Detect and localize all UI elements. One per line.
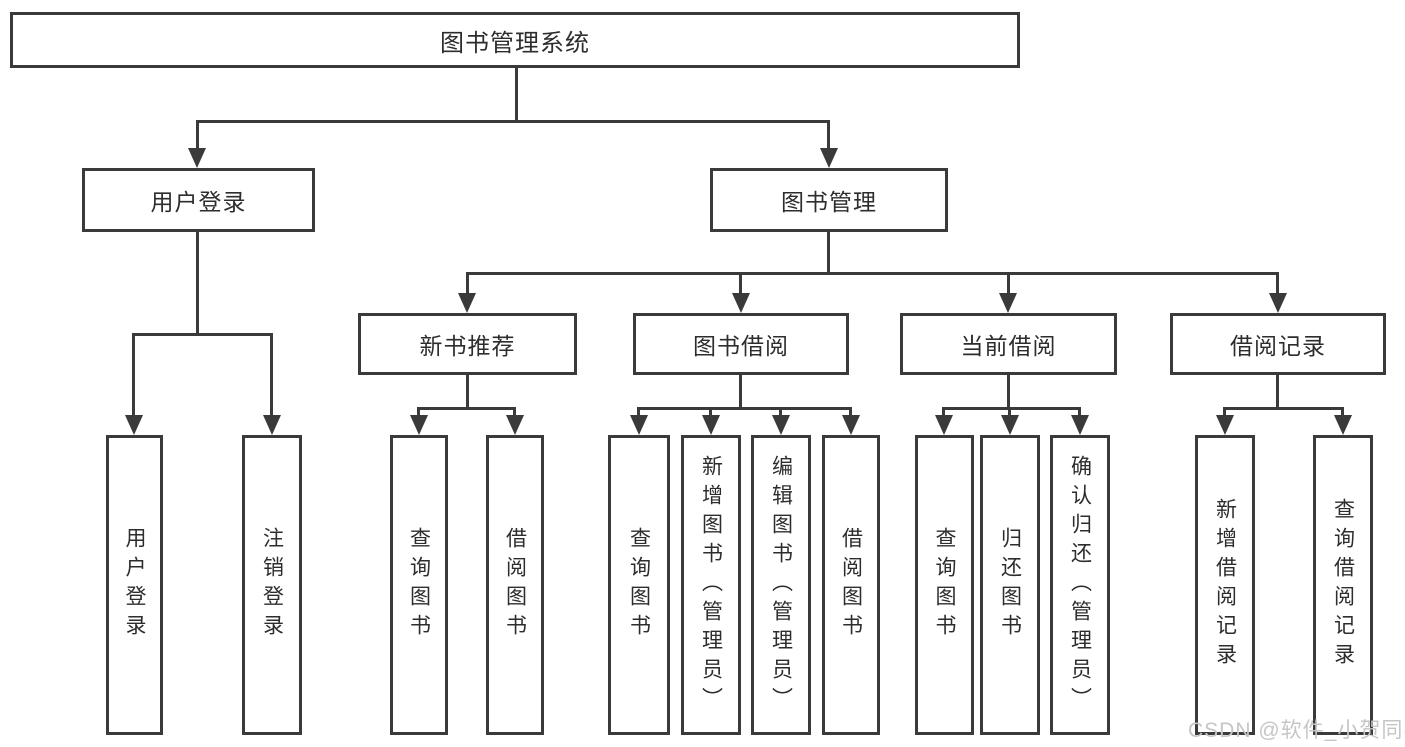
node-label: 注销登录 [260,527,284,643]
connector [709,407,712,419]
connector [942,407,945,419]
node-label: 查询图书 [407,527,431,643]
leaf-query-books-borrow: 查询图书 [608,435,670,735]
arrow-down-icon [732,293,750,313]
arrow-down-icon [935,415,953,435]
node-library-system: 图书管理系统 [10,12,1020,68]
connector [1078,407,1081,419]
connector [417,407,516,410]
node-book-borrow: 图书借阅 [633,313,849,375]
arrow-down-icon [820,148,838,168]
arrow-down-icon [458,293,476,313]
node-borrow-records: 借阅记录 [1170,313,1386,375]
arrow-down-icon [1001,415,1019,435]
arrow-down-icon [410,415,428,435]
node-label: 确认归还（管理员） [1068,454,1092,716]
connector [827,120,830,152]
node-label: 当前借阅 [960,333,1057,359]
connector [466,375,469,407]
arrow-down-icon [125,415,143,435]
leaf-query-books-recommend: 查询图书 [390,435,448,735]
node-label: 借阅图书 [839,527,863,643]
node-label: 归还图书 [998,527,1022,643]
leaf-query-borrow-record: 查询借阅记录 [1313,435,1373,735]
node-label: 图书借阅 [693,333,789,359]
connector [1276,272,1279,297]
connector [196,232,199,335]
connector [132,333,273,336]
connector [1276,375,1279,407]
leaf-borrow-books: 借阅图书 [822,435,880,735]
connector [849,407,852,419]
connector [1341,407,1344,419]
connector [132,333,135,419]
leaf-user-login: 用户登录 [106,435,163,735]
node-label: 新书推荐 [419,333,516,359]
connector [1007,375,1010,407]
node-label: 查询借阅记录 [1331,498,1355,672]
node-label: 查询图书 [627,527,651,643]
arrow-down-icon [1071,415,1089,435]
node-label: 借阅记录 [1230,333,1326,359]
leaf-add-book-admin: 新增图书（管理员） [681,435,741,735]
leaf-query-books-current: 查询图书 [915,435,974,735]
node-label: 用户登录 [123,527,147,643]
arrow-down-icon [630,415,648,435]
connector [1008,407,1011,419]
connector [196,120,199,152]
node-new-book-recommend: 新书推荐 [358,313,577,375]
node-label: 新增图书（管理员） [699,454,723,716]
node-label: 图书管理 [781,189,877,215]
connector [827,232,830,272]
leaf-logout: 注销登录 [242,435,302,735]
arrow-down-icon [1216,415,1234,435]
node-current-borrow: 当前借阅 [900,313,1117,375]
arrow-down-icon [1269,293,1287,313]
connector [637,407,852,410]
connector [739,272,742,297]
connector [1007,272,1010,297]
node-user-login: 用户登录 [82,168,315,232]
arrow-down-icon [702,415,720,435]
connector [196,120,830,123]
leaf-edit-book-admin: 编辑图书（管理员） [751,435,811,735]
csdn-watermark: CSDN @软件_小贺同学 [1188,719,1405,742]
arrow-down-icon [1334,415,1352,435]
arrow-down-icon [188,148,206,168]
leaf-add-borrow-record: 新增借阅记录 [1195,435,1255,735]
node-book-management: 图书管理 [710,168,948,232]
arrow-down-icon [263,415,281,435]
arrow-down-icon [842,415,860,435]
connector [1223,407,1344,410]
connector [942,407,1081,410]
connector [466,272,1279,275]
connector [466,272,469,297]
connector [1223,407,1226,419]
connector [739,375,742,407]
connector [779,407,782,419]
connector [637,407,640,419]
connector [270,333,273,419]
connector [513,407,516,419]
leaf-return-books: 归还图书 [980,435,1040,735]
node-label: 借阅图书 [503,527,527,643]
node-label: 图书管理系统 [440,29,590,57]
node-label: 用户登录 [150,189,247,215]
connector [515,68,518,120]
arrow-down-icon [999,293,1017,313]
arrow-down-icon [506,415,524,435]
arrow-down-icon [772,415,790,435]
leaf-borrow-books-recommend: 借阅图书 [486,435,544,735]
leaf-confirm-return-admin: 确认归还（管理员） [1050,435,1110,735]
connector [417,407,420,419]
node-label: 编辑图书（管理员） [769,454,793,716]
node-label: 新增借阅记录 [1213,498,1237,672]
node-label: 查询图书 [933,527,957,643]
